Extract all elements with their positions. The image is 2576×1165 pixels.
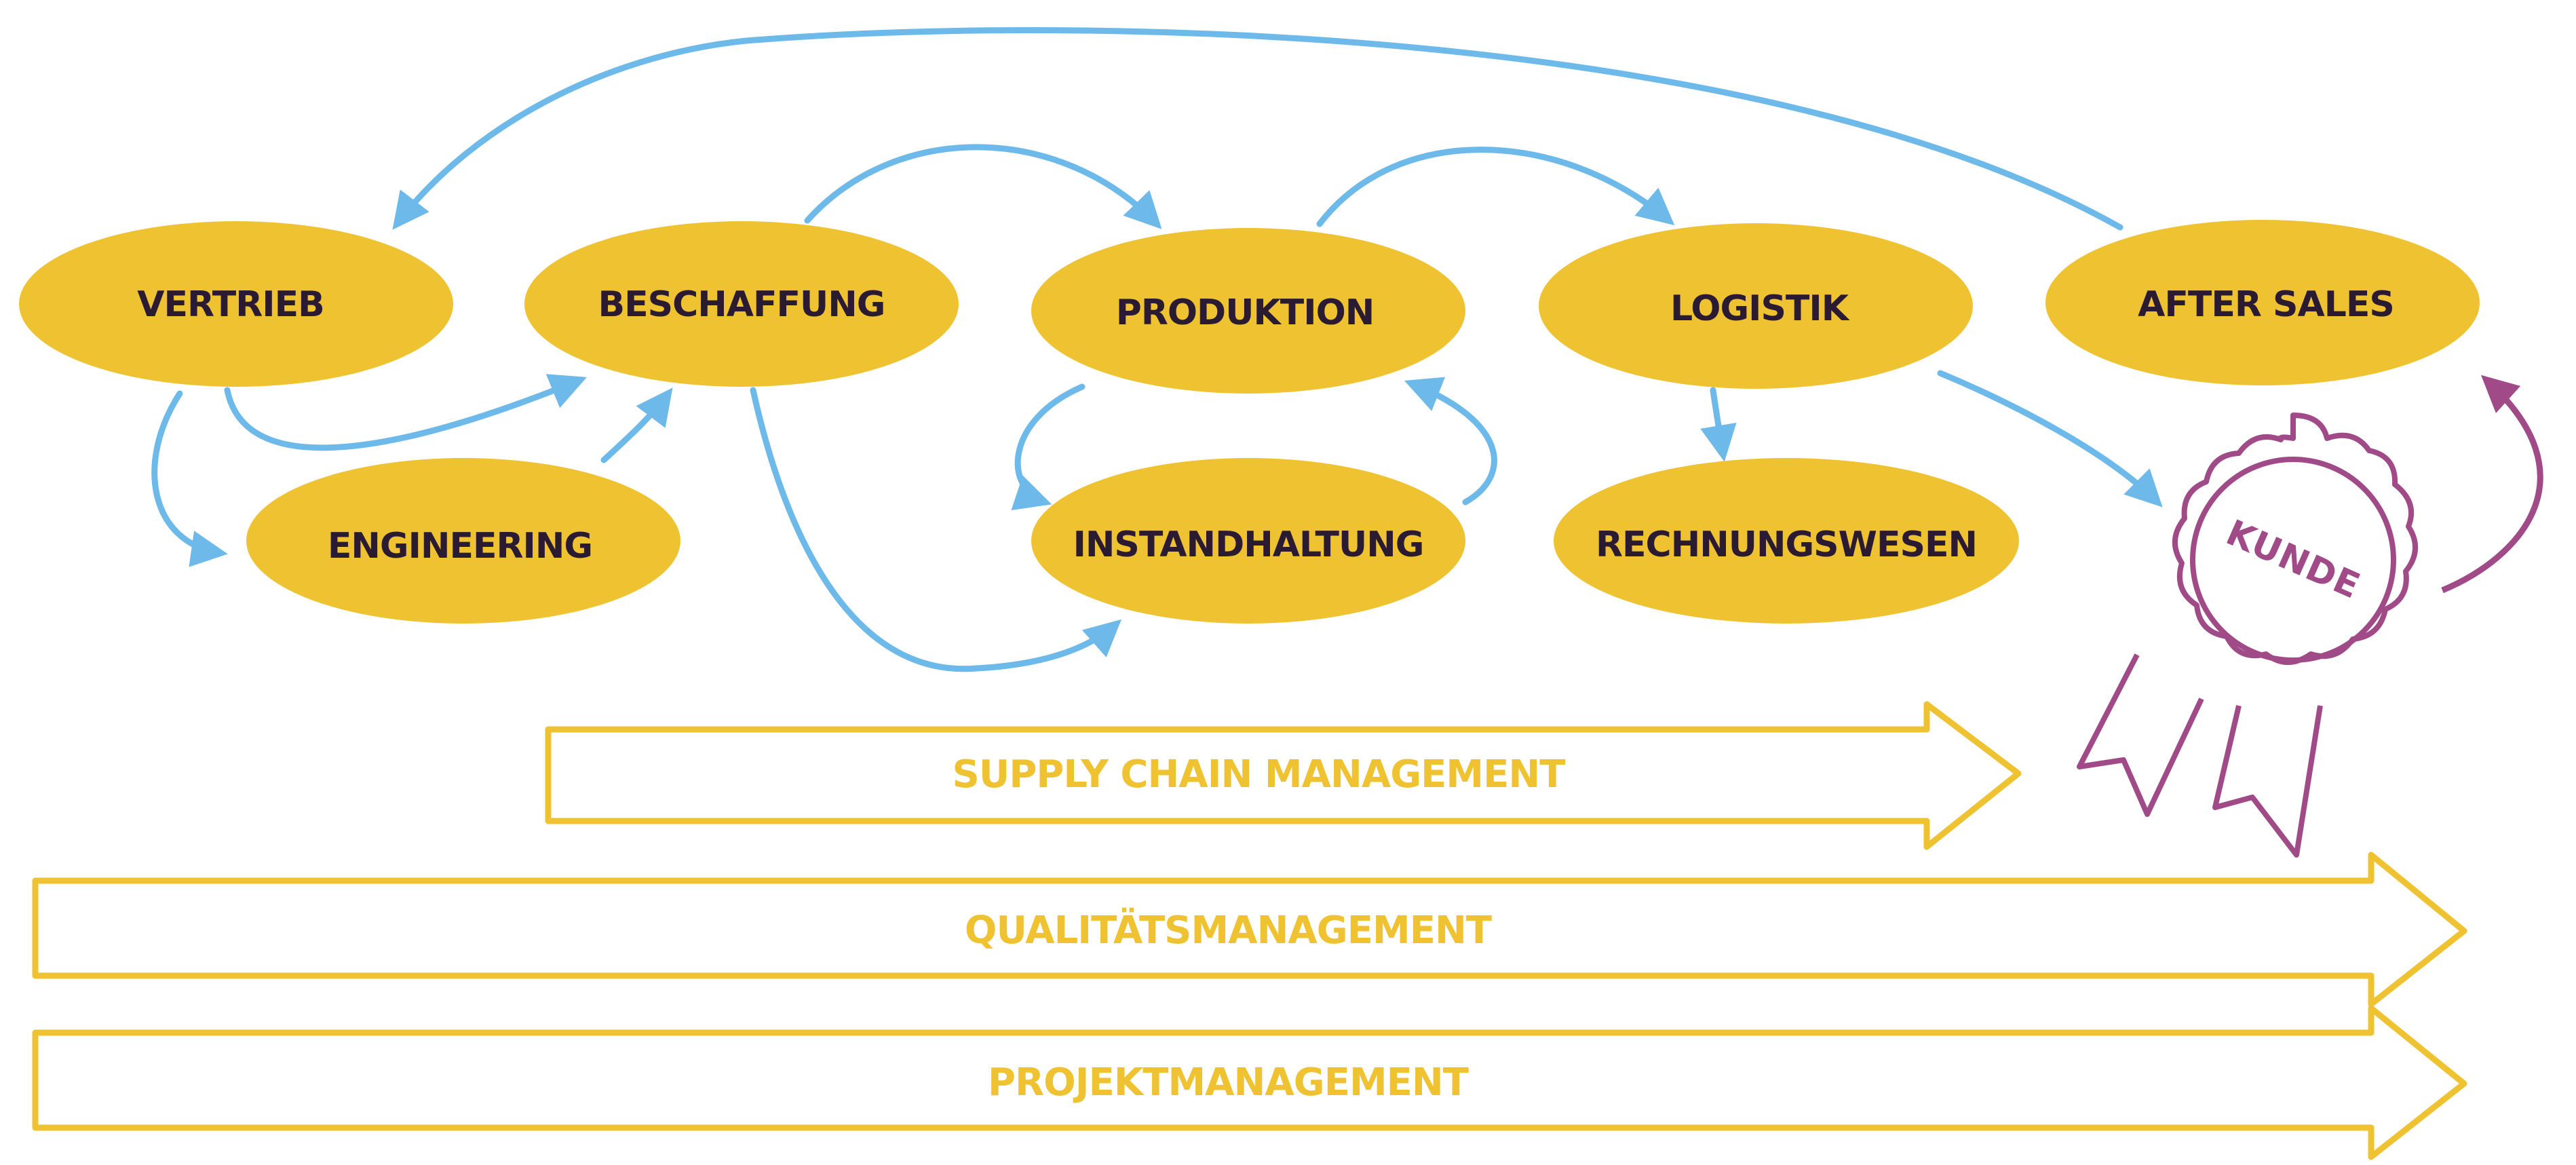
node-vertrieb-label: VERTRIEB bbox=[137, 284, 324, 325]
arrow-produktion-to-instandhaltung bbox=[1011, 383, 1085, 510]
rosette-inner-ring bbox=[2190, 457, 2396, 663]
band-project-label: PROJEKTMANAGEMENT bbox=[988, 1061, 1469, 1105]
node-vertrieb-shape bbox=[19, 221, 453, 387]
band-project-arrow bbox=[32, 1005, 2467, 1160]
arrow-beschaffung-to-produktion bbox=[804, 144, 1162, 229]
arrow-logistik-to-rechnungswesen bbox=[1700, 387, 1737, 462]
node-after-sales-shape bbox=[2045, 220, 2480, 385]
band-quality-label: QUALITÄTSMANAGEMENT bbox=[965, 909, 1492, 953]
node-rechnungswesen-shape bbox=[1554, 458, 2019, 624]
node-beschaffung-label: BESCHAFFUNG bbox=[598, 284, 885, 325]
band-supply-chain: SUPPLY CHAIN MANAGEMENT bbox=[545, 701, 2022, 850]
node-beschaffung-shape bbox=[524, 221, 959, 387]
node-logistik-label: LOGISTIK bbox=[1670, 288, 1850, 329]
band-supply-chain-arrow bbox=[545, 701, 2022, 850]
node-vertrieb: VERTRIEB bbox=[19, 221, 453, 387]
band-quality-arrow bbox=[32, 852, 2467, 1008]
arrow-kunde-to-after-sales bbox=[2441, 375, 2543, 594]
arrow-vertrieb-to-beschaffung bbox=[224, 374, 588, 451]
node-after-sales-label: AFTER SALES bbox=[2138, 284, 2394, 325]
node-beschaffung: BESCHAFFUNG bbox=[524, 221, 959, 387]
node-instandhaltung: INSTANDHALTUNG bbox=[1031, 458, 1465, 624]
arrow-beschaffung-to-instandhaltung bbox=[750, 387, 1122, 672]
band-supply-chain-label: SUPPLY CHAIN MANAGEMENT bbox=[953, 752, 1566, 797]
arrow-logistik-to-kunde bbox=[1937, 370, 2163, 508]
node-produktion: PRODUKTION bbox=[1031, 228, 1465, 394]
arrow-engineering-to-beschaffung bbox=[600, 387, 673, 463]
ribbon-right bbox=[2212, 705, 2323, 858]
node-produktion-label: PRODUKTION bbox=[1116, 292, 1374, 333]
band-project: PROJEKTMANAGEMENT bbox=[32, 1005, 2467, 1160]
node-rechnungswesen: RECHNUNGSWESEN bbox=[1554, 458, 2019, 624]
arrow-vertrieb-to-engineering bbox=[151, 390, 228, 567]
flow-arrows bbox=[151, 27, 2163, 672]
node-instandhaltung-shape bbox=[1031, 458, 1465, 624]
node-logistik: LOGISTIK bbox=[1539, 223, 1973, 389]
node-produktion-shape bbox=[1031, 228, 1465, 394]
arrow-after-sales-to-vertrieb bbox=[392, 27, 2123, 231]
node-engineering-shape bbox=[246, 458, 680, 624]
customer-rosette: KUNDE bbox=[2077, 375, 2543, 858]
node-logistik-shape bbox=[1539, 223, 1973, 389]
arrow-instandhaltung-to-produktion bbox=[1404, 377, 1497, 505]
node-engineering-label: ENGINEERING bbox=[328, 526, 592, 567]
band-quality: QUALITÄTSMANAGEMENT bbox=[32, 852, 2467, 1008]
node-rechnungswesen-label: RECHNUNGSWESEN bbox=[1596, 524, 1977, 565]
ribbon-left bbox=[2077, 653, 2204, 817]
node-after-sales: AFTER SALES bbox=[2045, 220, 2480, 385]
node-engineering: ENGINEERING bbox=[246, 458, 680, 624]
node-instandhaltung-label: INSTANDHALTUNG bbox=[1073, 524, 1424, 565]
arrow-produktion-to-logistik bbox=[1316, 147, 1675, 227]
